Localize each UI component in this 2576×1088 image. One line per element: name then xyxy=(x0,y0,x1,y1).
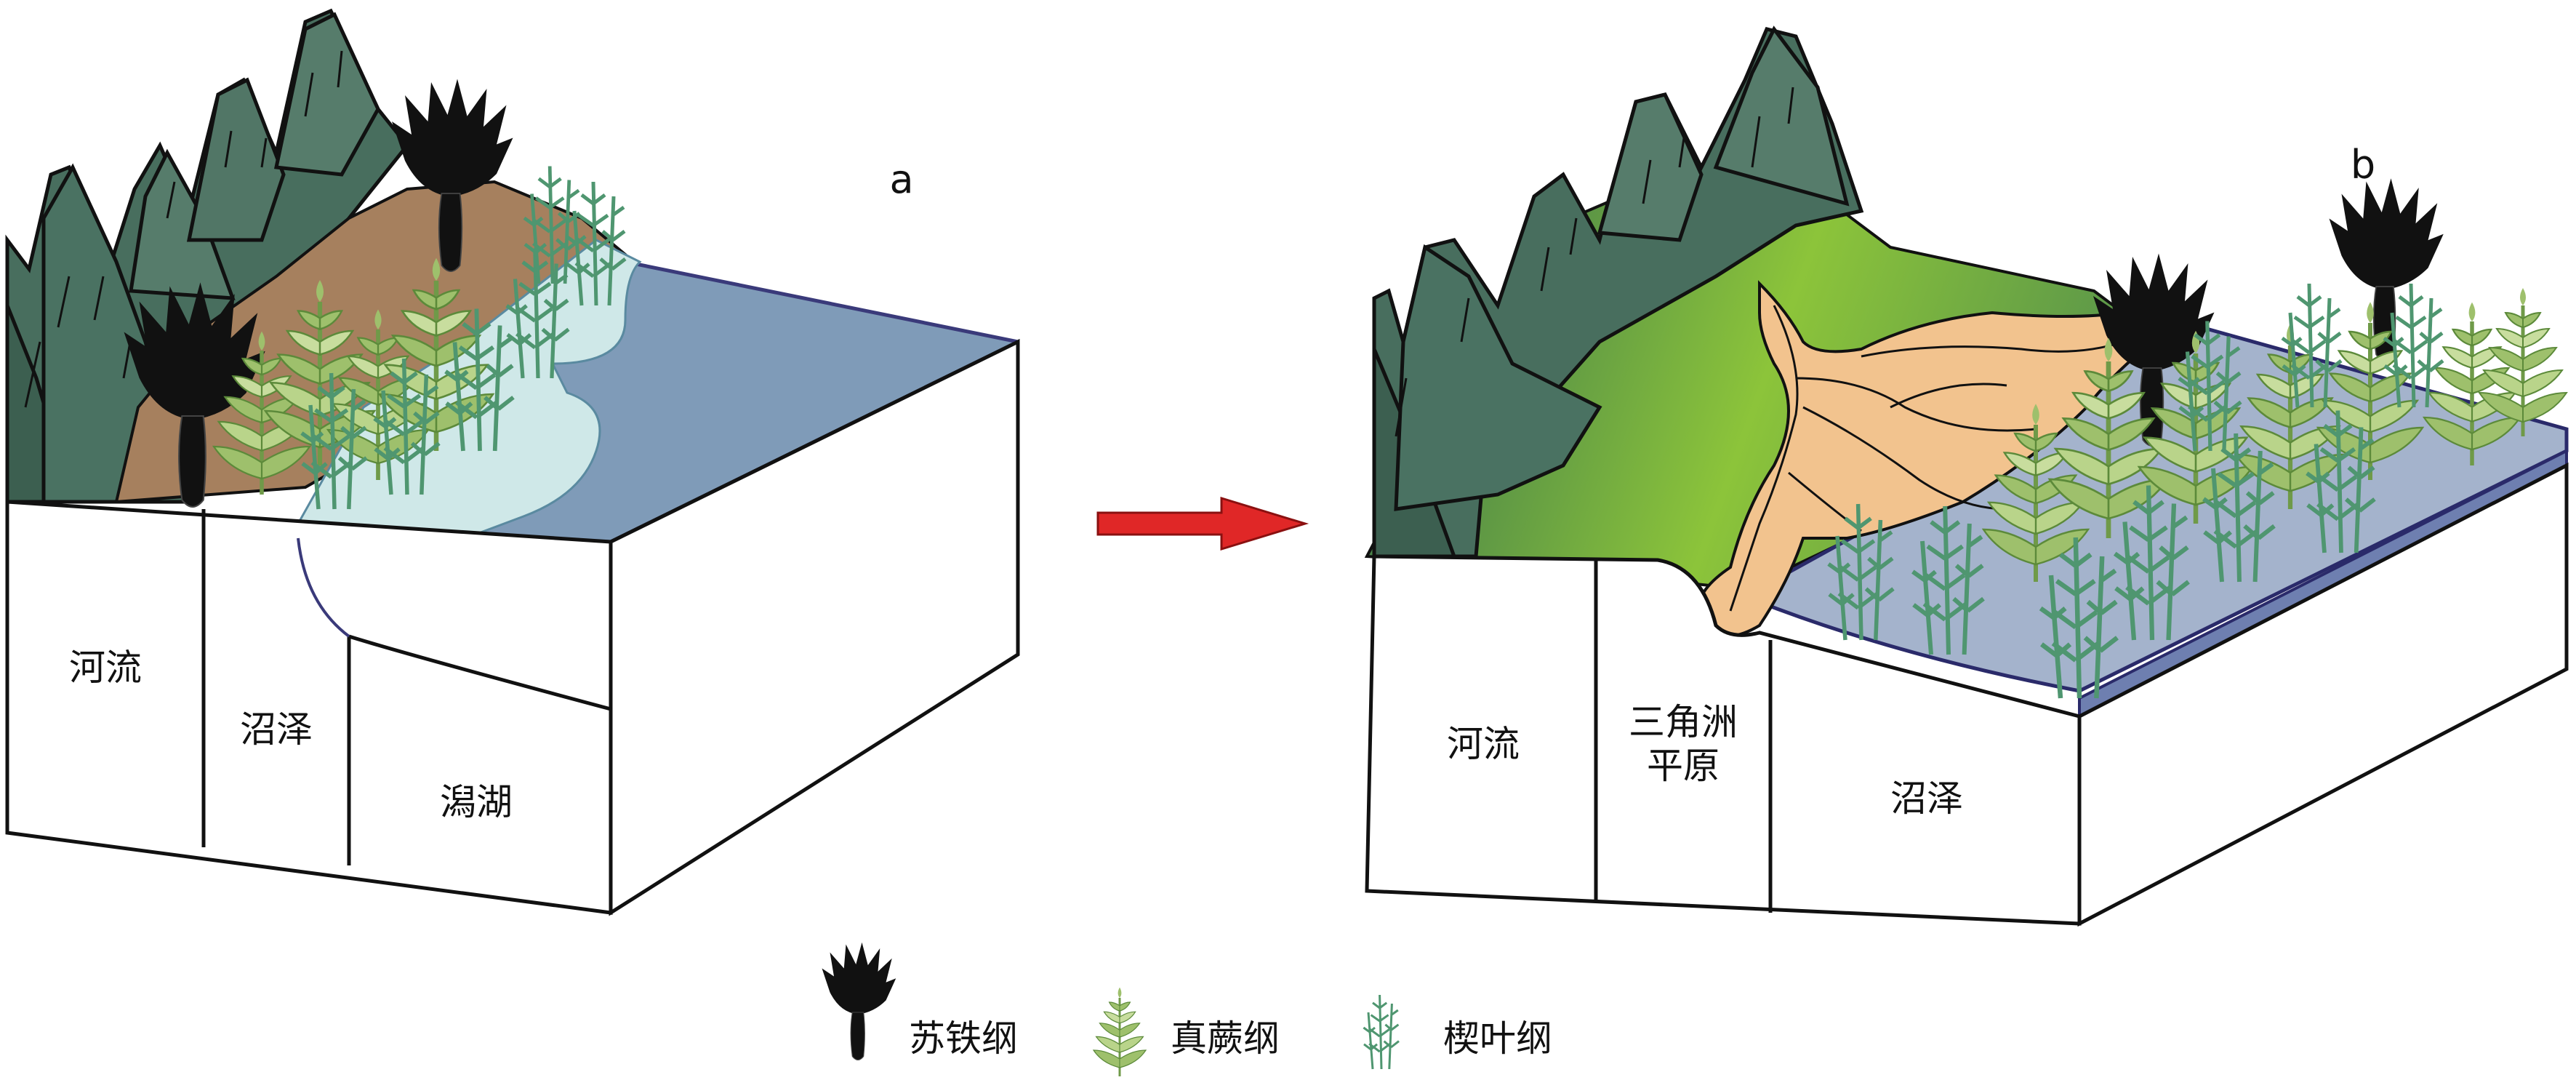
mountains-b xyxy=(1372,25,1864,559)
block-a-front xyxy=(5,500,613,915)
block-a-right xyxy=(609,338,1020,916)
panel-b: 河流 三角洲 平原 沼泽 b xyxy=(1364,25,2569,927)
horsetail-icon xyxy=(1362,993,1400,1071)
block-b-front xyxy=(1365,554,2082,926)
cycad-icon xyxy=(821,942,896,1060)
water-b xyxy=(1741,303,2569,693)
panel-tag-b: b xyxy=(2351,142,2375,188)
block-a-dividers xyxy=(201,509,611,865)
zone-label-a-lagoon: 潟湖 xyxy=(440,781,513,823)
panel-tag-a: a xyxy=(889,156,913,202)
legend-label-fern: 真蕨纲 xyxy=(1171,1017,1280,1060)
zone-label-b-river: 河流 xyxy=(1447,723,1520,765)
zone-label-a-swamp: 沼泽 xyxy=(240,708,313,751)
zone-label-a-river: 河流 xyxy=(69,647,142,689)
legend-item-fern: 真蕨纲 xyxy=(1092,986,1280,1078)
legend-label-horsetail: 楔叶纲 xyxy=(1443,1017,1552,1060)
zone-label-b-delta-line1: 三角洲 xyxy=(1629,701,1738,743)
zone-label-b-delta-line2: 平原 xyxy=(1647,745,1720,787)
transition-arrow xyxy=(1096,496,1309,551)
delta-b xyxy=(1696,280,2154,638)
legend-item-cycad: 苏铁纲 xyxy=(821,942,1018,1060)
fern-icon xyxy=(1092,986,1147,1078)
legend: 苏铁纲 真蕨纲 楔叶纲 xyxy=(821,942,1552,1078)
block-b-dividers xyxy=(1594,560,1773,913)
zone-label-b-swamp: 沼泽 xyxy=(1890,777,1963,820)
legend-item-horsetail: 楔叶纲 xyxy=(1362,993,1552,1071)
legend-label-cycad: 苏铁纲 xyxy=(909,1017,1018,1060)
panel-a: 河流 沼泽 潟湖 a xyxy=(5,8,1020,916)
block-b-right xyxy=(2077,462,2569,927)
